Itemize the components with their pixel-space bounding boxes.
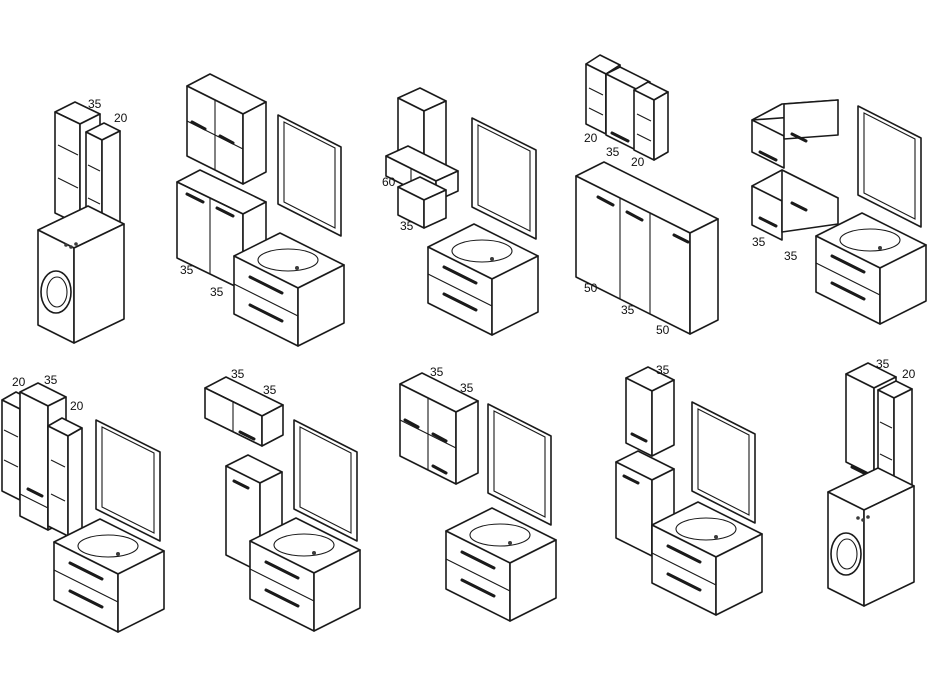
dimension-label: 35 [231,367,245,381]
dimension-label: 35 [430,365,444,379]
dimension-label: 35 [88,97,102,111]
vanity-unit [249,517,361,632]
set-3-vanity-shelves: 60 35 [382,87,539,336]
set-4-tall-cabinets: 20 35 20 50 35 50 [575,54,719,337]
set-5-vanity-box-shelves: 35 35 [751,99,927,325]
dimension-label: 35 [876,357,890,371]
set-2-vanity-cabinets: 35 35 [176,73,345,347]
mirror [293,419,358,542]
mirror [277,114,342,237]
vanity-unit [815,212,927,325]
box-shelf-grid [186,73,267,185]
dimension-label: 60 [382,175,396,189]
vanity-unit [233,232,345,347]
set-8-vanity-box-grid: 35 35 [399,365,557,622]
wall-cabinet [625,366,675,457]
dimension-label: 35 [752,235,766,249]
vanity-unit [53,518,165,633]
set-1-washer-column: 35 20 [37,97,128,344]
dimension-label: 35 [210,285,224,299]
set-7-vanity-tall-cabinet: 35 35 [204,367,361,632]
narrow-shelf-right [47,417,83,537]
mirror [471,117,537,240]
dimension-label: 20 [12,375,26,389]
dimension-label: 35 [656,363,670,377]
wall-cabinet-center [605,66,651,151]
narrow-shelf-right [633,81,669,161]
dimension-label: 35 [460,381,474,395]
box-shelf-upper [751,99,839,169]
mirror [487,403,552,526]
vanity-unit [445,507,557,622]
dimension-label: 35 [263,383,277,397]
dimension-label: 20 [584,131,598,145]
dimension-label: 20 [902,367,916,381]
dimension-label: 35 [621,303,635,317]
dimension-label: 35 [180,263,194,277]
tall-cabinet-row [575,161,719,335]
set-6-vanity-shelf-columns: 20 35 20 [1,373,165,633]
dimension-label: 35 [44,373,58,387]
dimension-label: 35 [784,249,798,263]
mirror [691,401,756,524]
dimension-label: 50 [584,281,598,295]
vanity-unit [427,223,539,336]
washing-machine [37,205,125,344]
dimension-label: 20 [114,111,128,125]
dimension-label: 20 [70,399,84,413]
mirror [95,419,161,542]
mirror [857,105,922,228]
set-10-washer-column: 35 20 [827,357,916,607]
wall-box-shelf [204,376,284,447]
box-shelf-lower [751,169,839,241]
dimension-label: 35 [400,219,414,233]
box-shelf-lower [397,176,447,229]
vanity-unit [651,501,763,616]
dimension-label: 20 [631,155,645,169]
set-9-vanity-wall-cabinet: 35 [615,363,763,616]
dimension-label: 50 [656,323,670,337]
box-shelf-grid [399,372,479,485]
dimension-label: 35 [606,145,620,159]
washing-machine [827,467,915,607]
